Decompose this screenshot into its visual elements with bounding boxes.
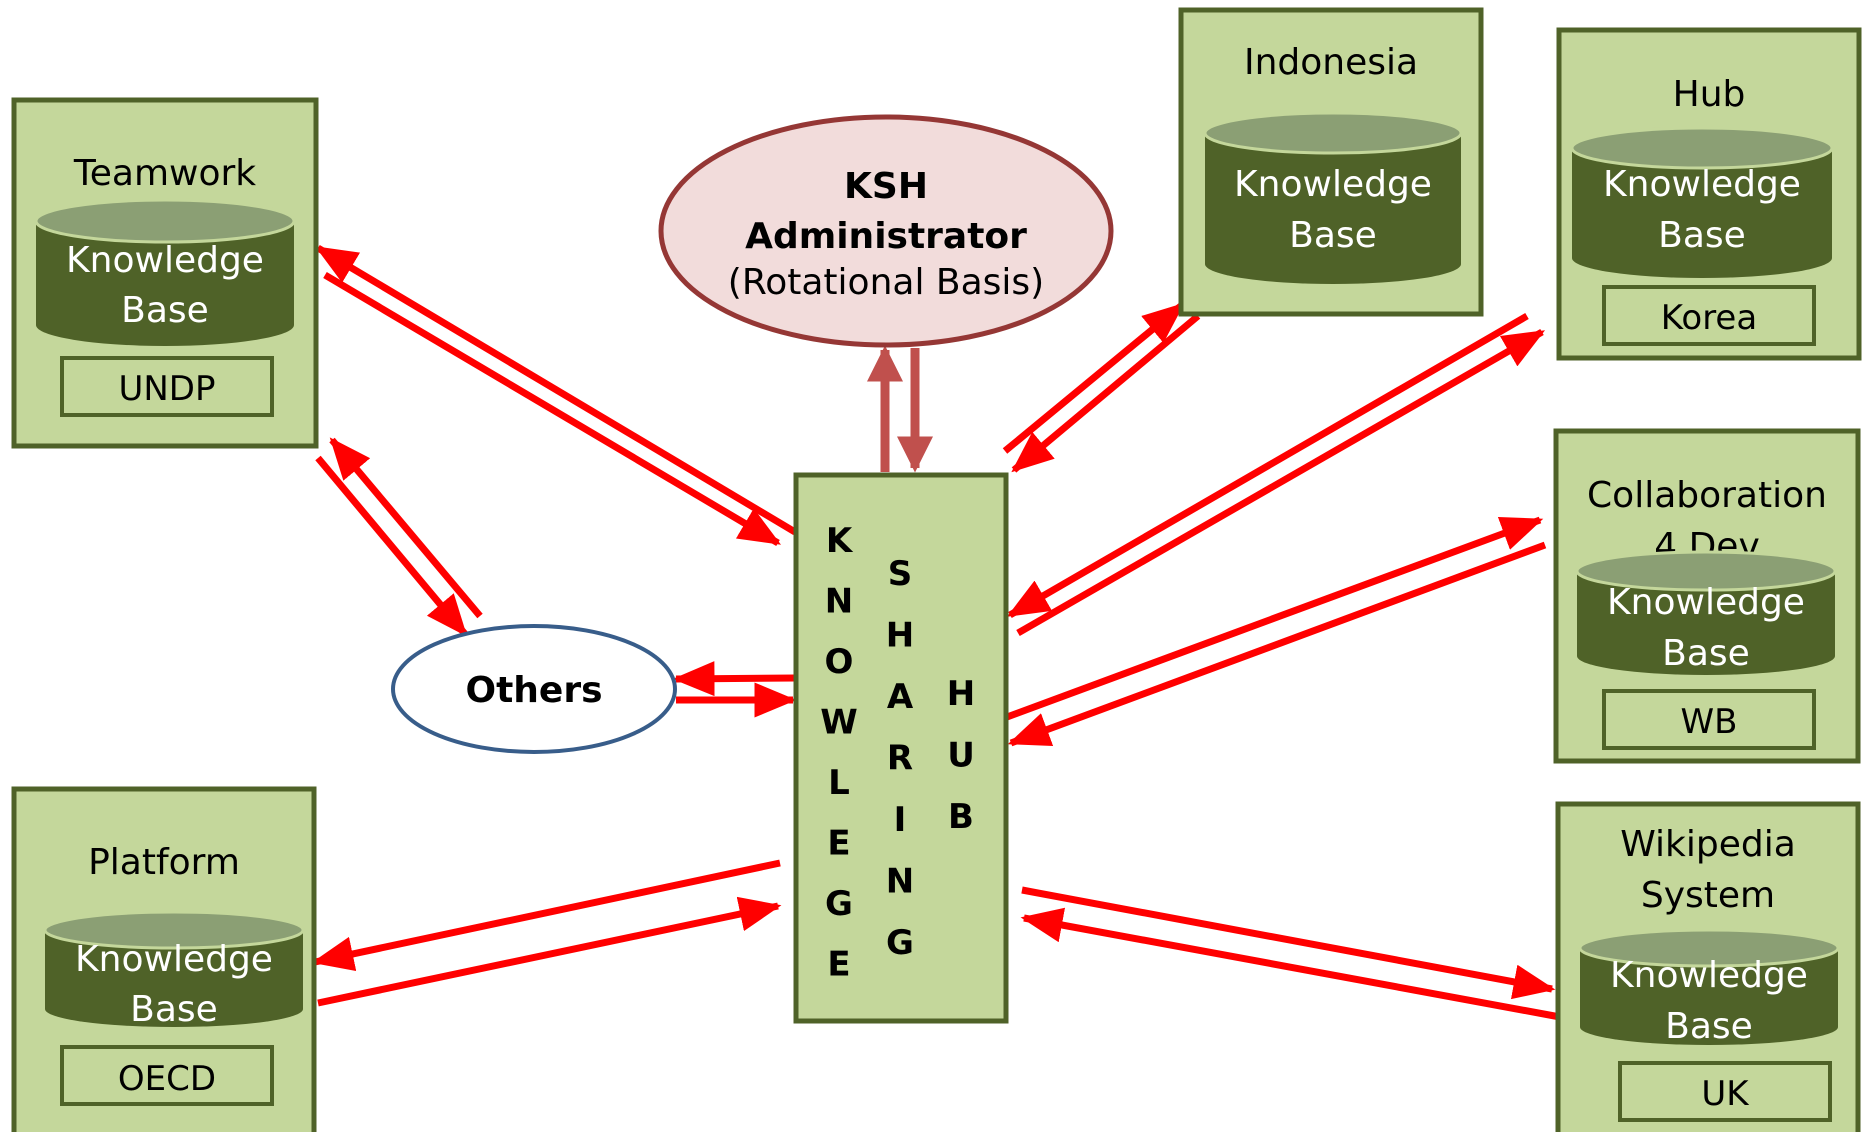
hub-letter-sharing: A [887,677,914,717]
wikipedia-title-line1: Wikipedia [1620,824,1796,865]
indonesia-node: Indonesia Knowledge Base [1178,7,1484,317]
arrow-hub-to-teamwork [314,244,797,536]
arrow-teamwork-to-hub [323,271,782,547]
collab-kb-line2: Base [1662,633,1750,674]
teamwork-title: Teamwork [73,153,256,194]
admin-ellipse [658,114,1114,348]
hub-korea-node: Hub Knowledge Base Korea [1556,27,1862,361]
arrow-hub-to-others [672,661,796,697]
indonesia-title: Indonesia [1244,42,1418,83]
hub-box [793,472,1009,1024]
others-label: Others [465,670,602,711]
connector-arrows [311,244,1561,1021]
arrow-platform-to-hub [317,896,782,1007]
collab-tag-box [1602,689,1816,750]
indonesia-kb-line2: Base [1289,215,1377,256]
wikipedia-knowledge-base: Knowledge Base [1578,928,1840,1047]
arrow-hub-to-platform [311,859,781,972]
hub-letter-sharing: N [886,862,914,902]
teamwork-knowledge-base: Knowledge Base [34,198,296,346]
others-ellipse [391,624,677,754]
hub-letter-knowlege: W [820,703,858,743]
teamwork-kb-line1: Knowledge [66,240,264,281]
wikipedia-title-line2: System [1641,875,1775,916]
hub-letter-sharing: R [887,739,913,779]
hub-letter-sharing: H [886,616,914,656]
arrow-hub-to-collab [1005,516,1544,721]
admin-line3: (Rotational Basis) [728,262,1044,303]
arrow-wikipedia-to-hub [1020,907,1561,1021]
platform-tag: OECD [118,1059,216,1099]
collab-tag: WB [1681,702,1738,742]
platform-title: Platform [88,842,240,883]
platform-knowledge-base: Knowledge Base [43,910,305,1030]
hub-letter-hub: B [948,797,974,837]
hub-letter-hub: U [947,736,975,776]
collab-node: Collaboration 4 Dev Knowledge Base WB [1553,428,1861,764]
hub-korea-kb-line1: Knowledge [1603,164,1801,205]
wikipedia-kb-line1: Knowledge [1610,955,1808,996]
platform-tag-box [60,1045,274,1106]
hub-letter-knowlege: E [827,945,850,985]
hub-korea-tag: Korea [1661,298,1757,338]
wikipedia-tag: UK [1701,1074,1750,1114]
hub-column-hub: HUB [947,674,975,837]
indonesia-knowledge-base: Knowledge Base [1203,111,1463,284]
others-node: Others [391,624,677,754]
hub-letter-knowlege: K [826,521,854,561]
platform-kb-line1: Knowledge [75,939,273,980]
hub-korea-knowledge-base: Knowledge Base [1570,126,1834,278]
hub-letter-knowlege: O [825,642,854,682]
teamwork-tag: UNDP [118,369,215,409]
arrow-collab-to-hub [1007,541,1547,747]
arrow-hub-to-korea [1016,328,1546,637]
admin-line1: KSH [844,166,928,207]
hub-korea-title: Hub [1673,74,1746,115]
collab-kb-line1: Knowledge [1607,582,1805,623]
hub-letter-hub: H [947,674,975,714]
platform-kb-line2: Base [130,989,218,1030]
arrow-indonesia-to-hub [1011,313,1201,473]
hub-letter-sharing: I [894,800,907,840]
arrow-teamwork-to-others [315,455,468,637]
hub-letter-knowlege: L [828,763,850,803]
teamwork-node: Teamwork Knowledge Base UNDP [11,97,319,449]
wikipedia-node: Wikipedia System Knowledge Base UK [1555,801,1861,1132]
hub-letter-knowlege: G [825,884,853,924]
hub-letter-knowlege: N [825,582,853,622]
arrow-others-to-teamwork [329,437,483,619]
platform-node: Platform Knowledge Base OECD [11,786,317,1132]
admin-line2: Administrator [745,216,1027,257]
arrow-korea-to-hub [1006,312,1529,619]
teamwork-kb-line2: Base [121,290,209,331]
hub-korea-tag-box [1602,285,1816,346]
wikipedia-kb-line2: Base [1665,1006,1753,1047]
collab-title-line1: Collaboration [1587,475,1827,516]
hub-letter-knowlege: E [827,824,850,864]
wikipedia-tag-box [1618,1061,1832,1122]
arrow-hub-to-indonesia [1002,302,1185,454]
hub-letter-sharing: G [886,923,914,963]
teamwork-tag-box [60,356,274,417]
ksh-administrator-node: KSH Administrator (Rotational Basis) [658,114,1114,348]
hub-letter-sharing: S [888,554,913,594]
collab-knowledge-base: Knowledge Base [1575,550,1837,675]
hub-korea-kb-line2: Base [1658,215,1746,256]
arrow-hub-to-wikipedia [1021,886,1556,1000]
indonesia-kb-line1: Knowledge [1234,164,1432,205]
